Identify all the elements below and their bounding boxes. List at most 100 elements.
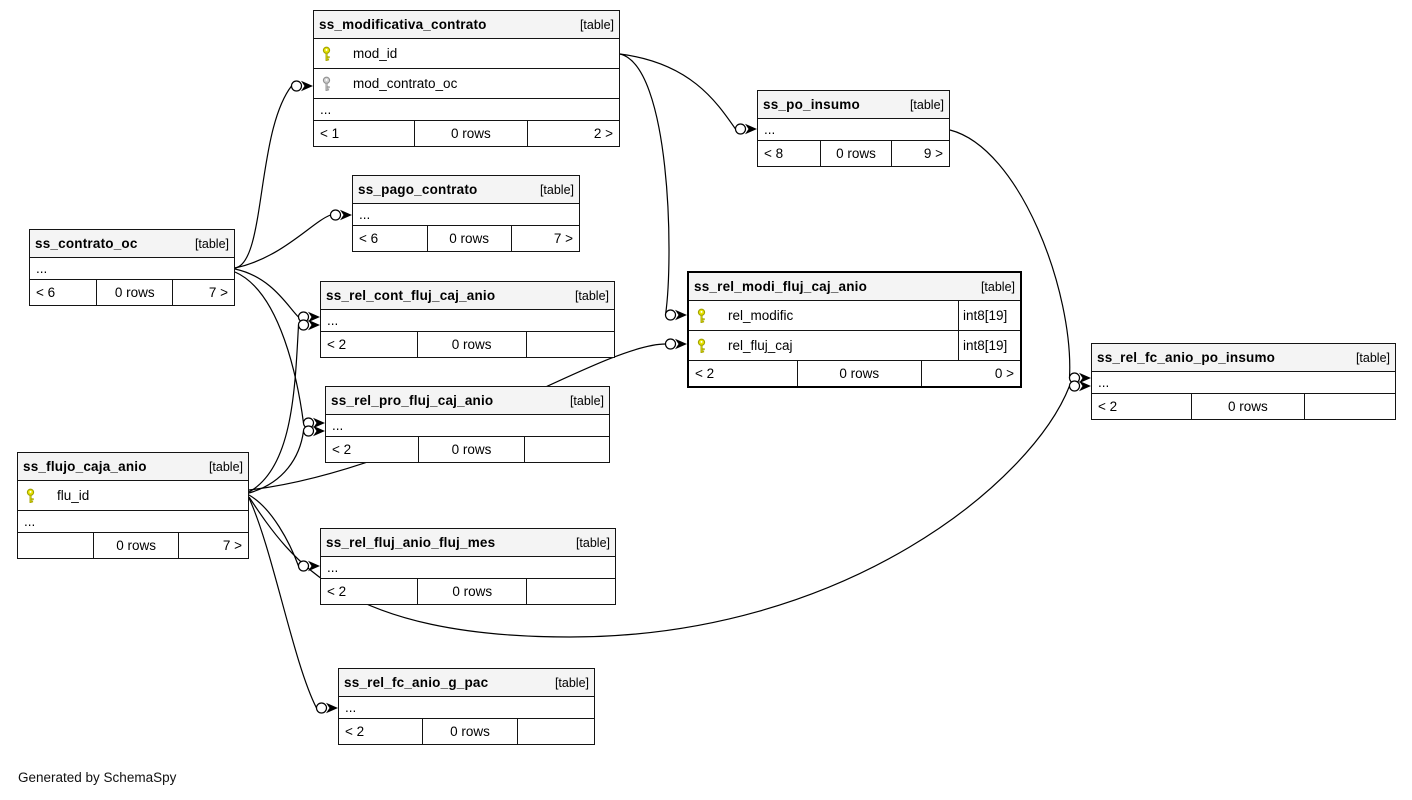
cardinality-circle	[734, 123, 747, 135]
table-name: ss_rel_fluj_anio_fluj_mes	[326, 535, 496, 550]
table-name: ss_rel_pro_fluj_caj_anio	[331, 393, 494, 408]
relationship-ss_po_insumo-to-ss_rel_fc_anio_po_insumo	[949, 129, 1091, 384]
footer-children-count	[525, 332, 614, 357]
footer-children-count: 0 >	[920, 361, 1020, 386]
more-columns-ellipsis: ...	[339, 697, 594, 719]
footer-children-count: 7 >	[178, 533, 248, 558]
footer-rows-count: 0 rows	[92, 533, 178, 558]
footer-rows-count: 0 rows	[820, 141, 891, 166]
footer-children-count: 7 >	[172, 280, 234, 305]
more-columns-ellipsis: ...	[1092, 372, 1395, 394]
table-header[interactable]: ss_rel_cont_fluj_caj_anio[table]	[321, 282, 614, 310]
fk-arrowhead-icon	[308, 560, 320, 572]
cardinality-circle	[315, 702, 328, 714]
table-ss_flujo_caja_anio: ss_flujo_caja_anio [table] flu_id...0 rows…	[17, 452, 249, 559]
column-type: int8[19]	[958, 301, 1020, 330]
fk-arrowhead-icon	[675, 338, 687, 350]
footer-children-count: 7 >	[510, 226, 579, 251]
column-name: flu_id	[57, 488, 90, 503]
table-header[interactable]: ss_pago_contrato[table]	[353, 176, 579, 204]
column-flu_id: flu_id	[18, 481, 248, 511]
more-columns-ellipsis: ...	[30, 258, 234, 280]
fk-arrowhead-icon	[1079, 380, 1091, 392]
primary-key-icon	[697, 308, 706, 323]
table-header[interactable]: ss_rel_fluj_anio_fluj_mes[table]	[321, 529, 615, 557]
footer-parents-count: < 2	[695, 366, 715, 381]
table-header[interactable]: ss_flujo_caja_anio [table]	[18, 453, 248, 481]
footer-parents-count: < 1	[320, 126, 340, 141]
relationship-ss_contrato_oc-to-ss_rel_cont_fluj_caj_anio	[234, 268, 320, 323]
primary-key-icon	[322, 46, 331, 61]
fk-arrowhead-icon	[326, 702, 338, 714]
cardinality-circle	[664, 338, 677, 350]
column-mod_contrato_oc: mod_contrato_oc	[314, 69, 619, 99]
footer-children-count	[523, 437, 609, 462]
table-header[interactable]: ss_rel_pro_fluj_caj_anio[table]	[326, 387, 609, 415]
table-type-badge: [table]	[208, 459, 243, 474]
table-header[interactable]: ss_rel_fc_anio_po_insumo[table]	[1092, 344, 1395, 372]
more-columns-ellipsis: ...	[326, 415, 609, 437]
column-rel_fluj_caj: rel_fluj_caj int8[19]	[689, 331, 1020, 361]
relationship-ss_flujo_caja_anio-to-ss_rel_pro_fluj_caj_anio	[248, 425, 325, 494]
table-name: ss_po_insumo	[763, 97, 860, 112]
footer-parents-count: < 2	[327, 584, 347, 599]
relationship-ss_flujo_caja_anio-to-ss_rel_fluj_anio_fluj_mes	[248, 494, 320, 572]
cardinality-circle	[297, 319, 310, 331]
table-type-badge: [table]	[579, 17, 614, 32]
footer-rows-count: 0 rows	[416, 579, 527, 604]
footer-children-count	[526, 579, 615, 604]
generator-credit: Generated by SchemaSpy	[18, 770, 177, 785]
footer-rows-count: 0 rows	[416, 332, 526, 357]
column-name: mod_contrato_oc	[353, 76, 458, 91]
cardinality-circle	[302, 425, 315, 437]
table-header[interactable]: ss_rel_modi_fluj_caj_anio[table]	[689, 273, 1020, 301]
relationship-ss_contrato_oc-to-ss_pago_contrato	[234, 209, 352, 269]
column-mod_id: mod_id	[314, 39, 619, 69]
table-ss_rel_cont_fluj_caj_anio: ss_rel_cont_fluj_caj_anio[table]... < 2 0 …	[320, 281, 615, 358]
fk-arrowhead-icon	[745, 123, 757, 135]
cardinality-circle	[329, 209, 342, 221]
more-columns-ellipsis: ...	[18, 511, 248, 533]
table-header[interactable]: ss_modificativa_contrato [table]	[314, 11, 619, 39]
table-name: ss_flujo_caja_anio	[23, 459, 147, 474]
foreign-key-icon	[322, 76, 331, 91]
table-header[interactable]: ss_rel_fc_anio_g_pac[table]	[339, 669, 594, 697]
footer-rows-count: 0 rows	[1190, 394, 1304, 419]
footer-parents-count	[18, 533, 93, 558]
footer-children-count	[516, 719, 594, 744]
column-type: int8[19]	[958, 331, 1020, 360]
table-type-badge: [table]	[574, 288, 609, 303]
primary-key-icon	[26, 488, 35, 503]
table-type-badge: [table]	[980, 279, 1015, 294]
footer-parents-count: < 6	[36, 285, 56, 300]
column-name: rel_fluj_caj	[728, 338, 793, 353]
table-ss_rel_modi_fluj_caj_anio: ss_rel_modi_fluj_caj_anio[table]rel_modi…	[687, 271, 1022, 388]
more-columns-ellipsis: ...	[321, 310, 614, 332]
table-name: ss_modificativa_contrato	[319, 17, 487, 32]
column-name: mod_id	[353, 46, 398, 61]
primary-key-icon	[697, 338, 706, 353]
cardinality-circle	[664, 309, 677, 321]
relationship-ss_modificativa_contrato-to-ss_rel_modi_fluj_caj_anio	[619, 53, 687, 321]
table-header[interactable]: ss_contrato_oc[table]	[30, 230, 234, 258]
footer-parents-count: < 2	[327, 337, 347, 352]
footer-parents-count: < 8	[764, 146, 784, 161]
fk-arrowhead-icon	[313, 425, 325, 437]
table-header[interactable]: ss_po_insumo[table]	[758, 91, 949, 119]
fk-arrowhead-icon	[340, 209, 352, 221]
table-name: ss_rel_fc_anio_g_pac	[344, 675, 489, 690]
